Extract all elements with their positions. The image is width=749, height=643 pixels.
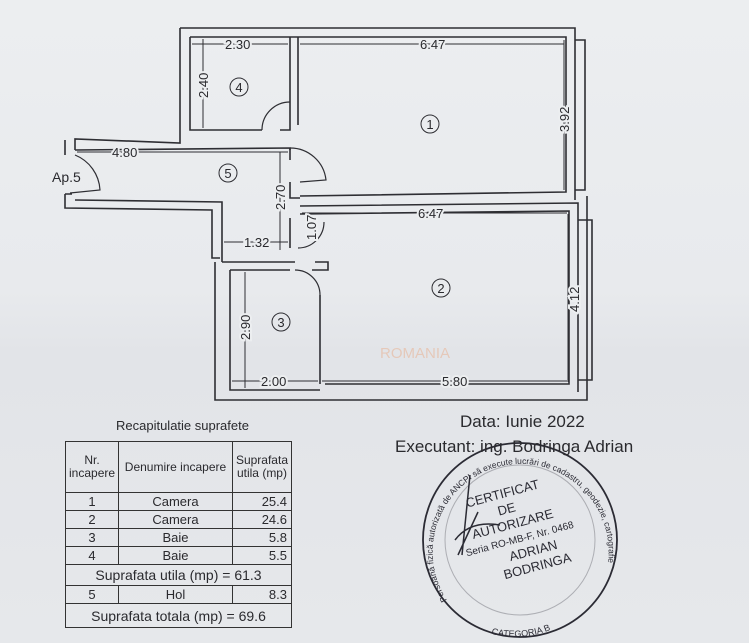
cell-name: Camera [118, 492, 233, 511]
dim-room2-bottom: 5.80 [442, 374, 467, 389]
dim-hall-height: 2.70 [273, 185, 288, 210]
cell-name: Baie [118, 528, 233, 547]
subtotal-cell: Suprafata utila (mp) = 61.3 [65, 564, 292, 586]
room-5-label: 5 [224, 166, 231, 181]
dim-hall-narrow: 1.32 [244, 235, 269, 250]
dim-room1-height: 3.92 [557, 107, 572, 132]
dim-room3-width: 2.00 [261, 374, 286, 389]
door-room3 [294, 269, 321, 296]
authorization-stamp: Persoană fizică autorizată de ANCPI să e… [422, 442, 618, 639]
stamp-line-2: DE [496, 499, 518, 518]
executant-text: Executant: ing. Bodringa Adrian [395, 437, 634, 456]
dim-room2-width: 6.47 [418, 206, 443, 221]
room-markers [218, 77, 451, 332]
dim-hall-width: 4.80 [112, 145, 137, 160]
dim-room3-height: 2.90 [238, 315, 253, 340]
apartment-label: Ap.5 [52, 169, 81, 185]
door-swings [69, 101, 327, 296]
cell-name: Hol [118, 585, 233, 604]
subtotal-row: Suprafata utila (mp) = 61.3 [65, 564, 292, 586]
cell-area: 5.8 [231, 528, 293, 547]
cell-nr: 4 [64, 546, 120, 565]
col-header-nr: Nr. incapere [64, 441, 120, 493]
cell-nr: 3 [64, 528, 120, 547]
cell-area: 5.5 [231, 546, 293, 565]
dim-room4-width: 2.30 [225, 37, 250, 52]
stamp-ring-top: Persoană fizică autorizată de ANCPI să e… [425, 456, 617, 604]
date-text: Data: Iunie 2022 [460, 412, 585, 431]
walls [64, 27, 593, 401]
dimension-labels: 2.30 6.47 2.40 3.92 4.80 2.70 6.47 1.07 … [52, 35, 584, 391]
table-header-row: Nr. incapere Denumire incapere Suprafata… [64, 441, 293, 493]
dim-room2-height: 4.12 [567, 287, 582, 312]
door-room1 [289, 147, 327, 183]
cell-nr: 1 [64, 492, 120, 511]
watermark: ROMANIA [380, 345, 450, 362]
cell-nr: 5 [64, 585, 120, 604]
dim-room4-height: 2.40 [196, 73, 211, 98]
room-1-label: 1 [426, 117, 433, 132]
signature [454, 474, 501, 556]
dim-door-width: 1.07 [304, 215, 319, 240]
surface-table: Nr. incapere Denumire incapere Suprafata… [64, 441, 293, 628]
total-cell: Suprafata totala (mp) = 69.6 [65, 603, 292, 628]
cell-area: 8.3 [231, 585, 293, 604]
door-room2 [297, 221, 325, 249]
dimension-lines [77, 39, 569, 388]
cell-nr: 2 [64, 510, 120, 529]
stamp-ring-bottom: CATEGORIA B [491, 622, 552, 639]
door-entry [69, 154, 101, 194]
col-header-name: Denumire incapere [118, 441, 233, 493]
cell-name: Camera [118, 510, 233, 529]
table-title: Recapitulatie suprafete [116, 418, 249, 433]
room-2-label: 2 [437, 281, 444, 296]
dim-room1-width: 6.47 [420, 37, 445, 52]
col-header-area: Suprafata utila (mp) [231, 441, 293, 493]
total-row: Suprafata totala (mp) = 69.6 [65, 603, 292, 628]
room-4-label: 4 [235, 80, 242, 95]
door-room4 [261, 101, 291, 131]
cell-name: Baie [118, 546, 233, 565]
room-3-label: 3 [277, 315, 284, 330]
cell-area: 24.6 [231, 510, 293, 529]
cell-area: 25.4 [231, 492, 293, 511]
